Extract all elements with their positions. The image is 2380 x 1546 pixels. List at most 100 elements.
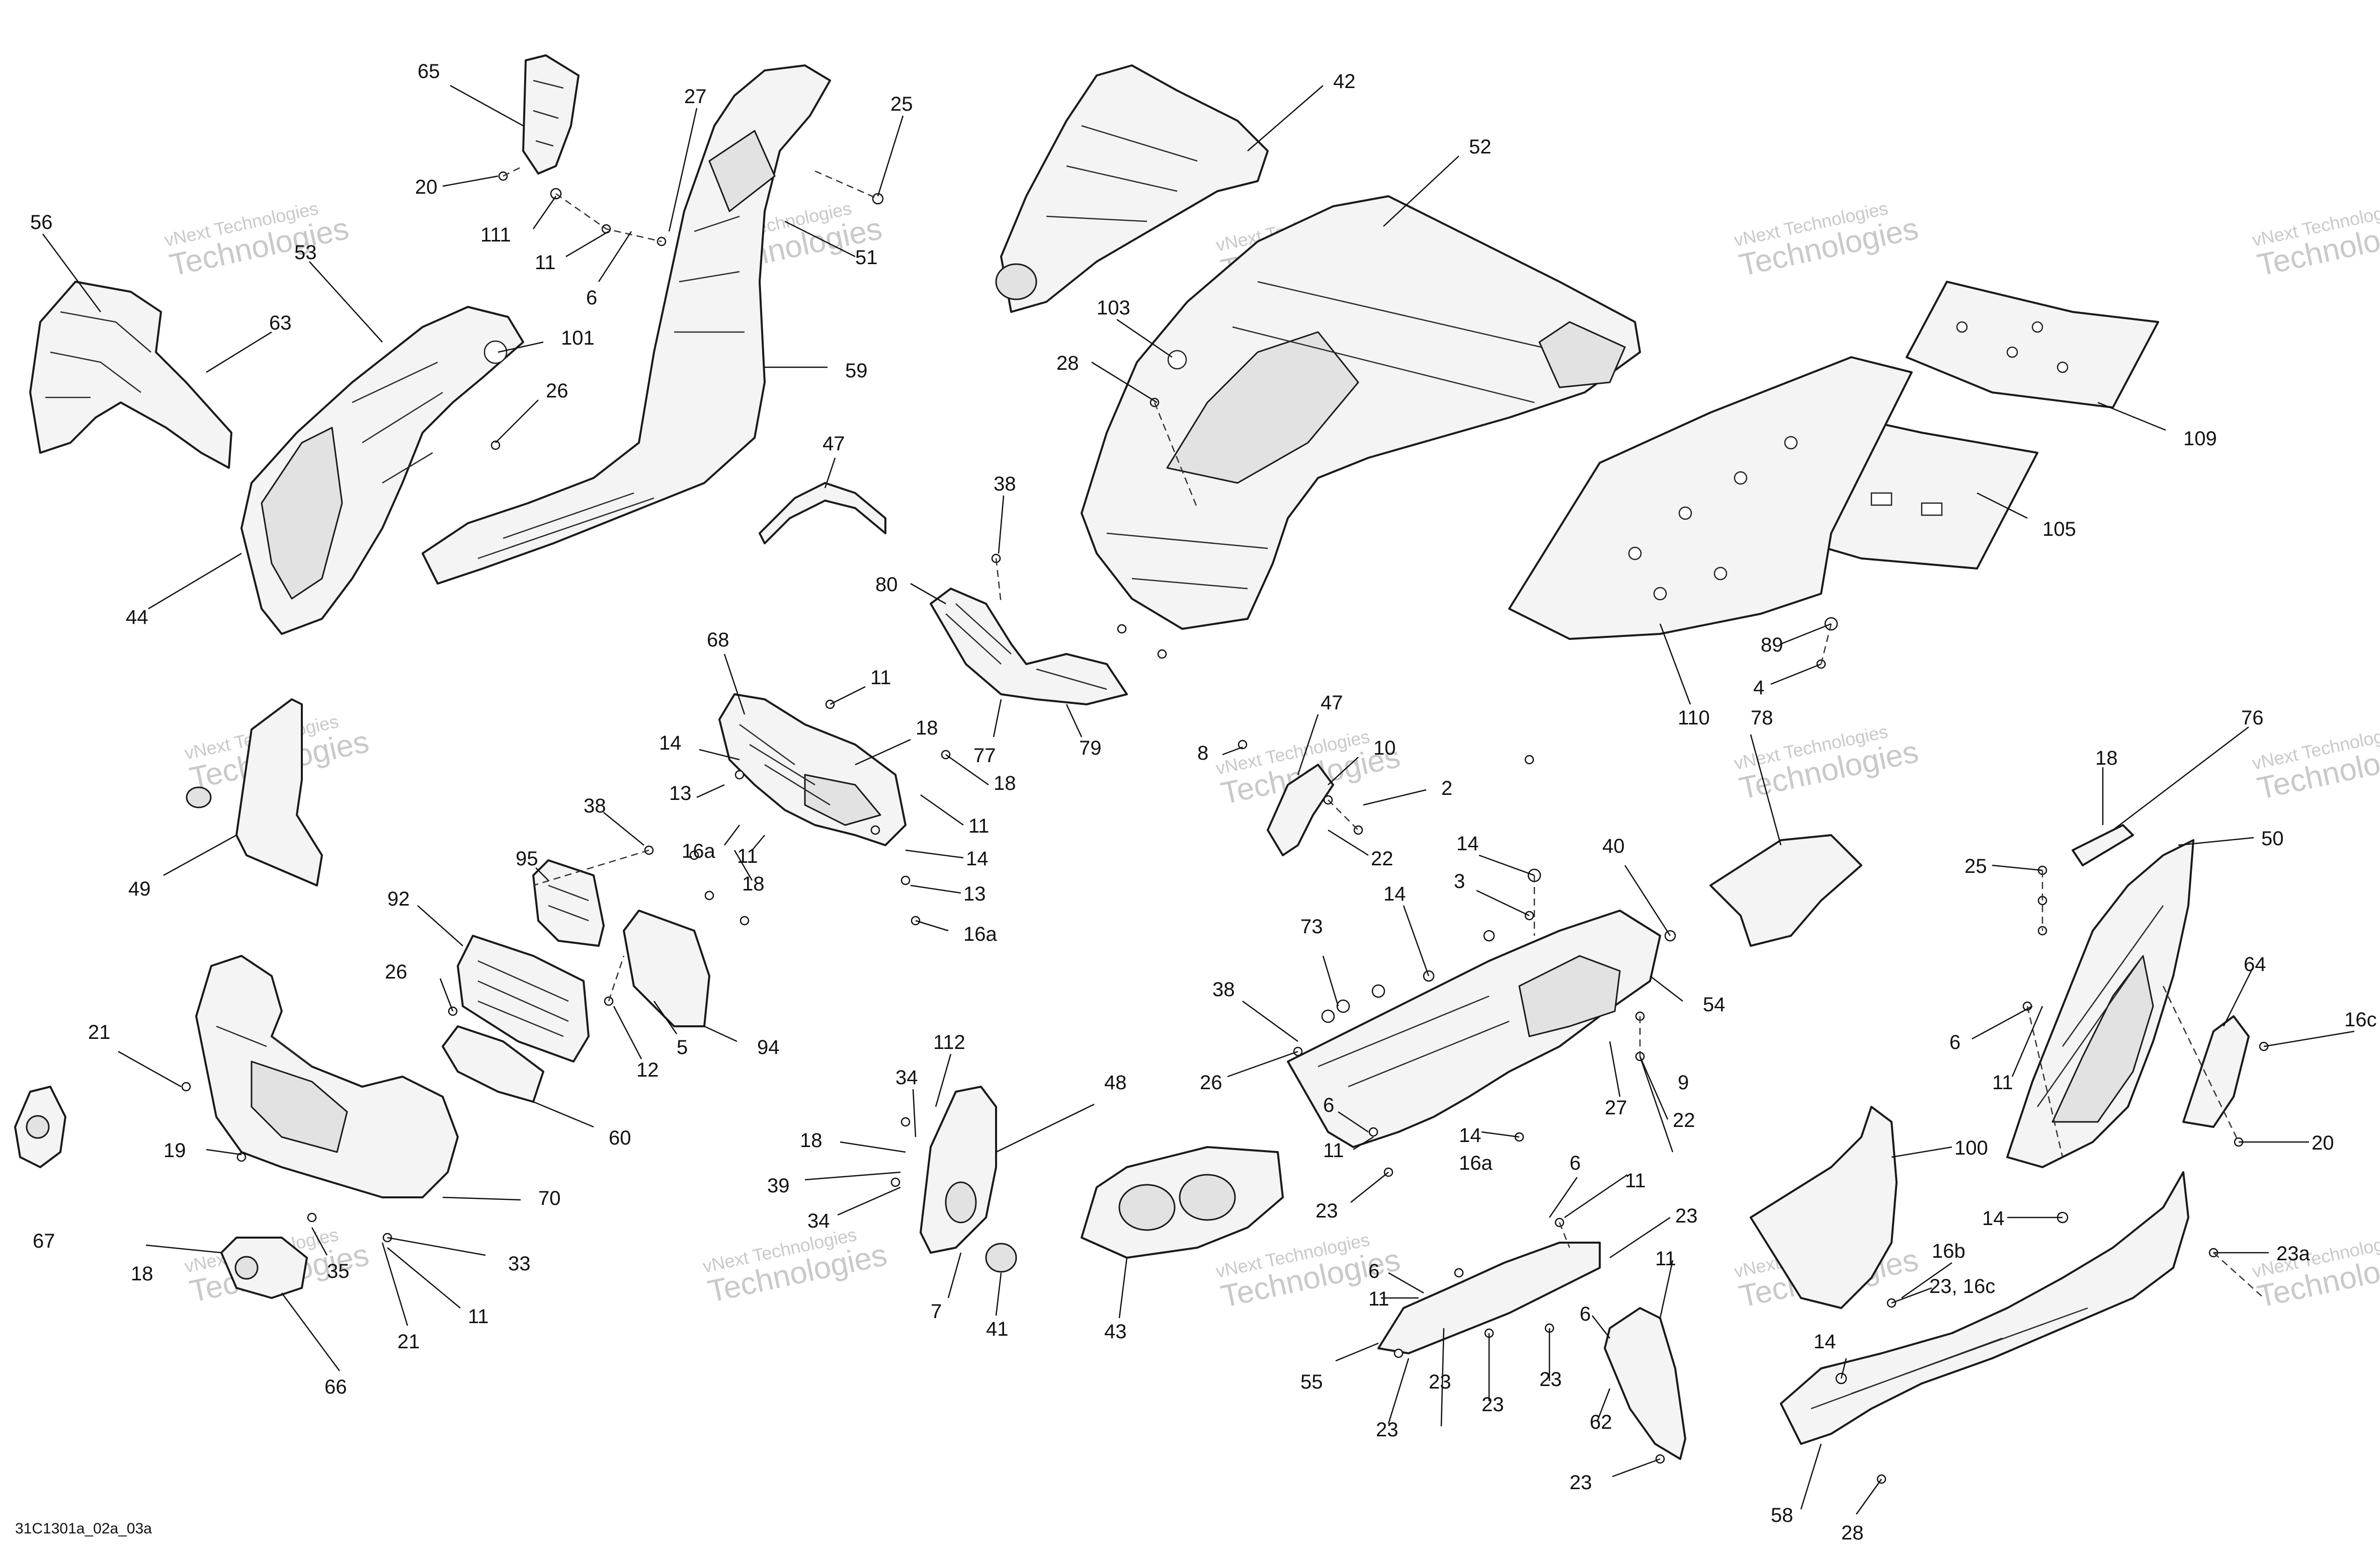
callout-92: 92 [387, 888, 410, 910]
callout-14: 14 [1456, 833, 1479, 855]
part-95-grille [532, 859, 605, 947]
callout-11: 11 [1368, 1288, 1389, 1310]
callout-25: 25 [890, 93, 913, 115]
callout-23: 23 [1539, 1368, 1562, 1391]
callout-13: 13 [963, 883, 986, 905]
callout-8: 8 [1197, 742, 1208, 764]
part-64-cover [2182, 1015, 2250, 1128]
callout-35: 35 [327, 1260, 350, 1282]
callout-52: 52 [1469, 136, 1492, 158]
callout-12: 12 [636, 1059, 659, 1081]
callout-79: 79 [1079, 737, 1102, 759]
callout-66: 66 [324, 1376, 347, 1398]
callout-16c: 16c [2344, 1009, 2377, 1031]
part-58-lower-guard [1780, 1171, 2189, 1445]
callout-23: 23 [1376, 1419, 1399, 1441]
callout-42: 42 [1333, 70, 1356, 93]
part-55-side-strip [1377, 1242, 1601, 1354]
callout-41: 41 [986, 1318, 1009, 1340]
part-76-strip [2072, 824, 2134, 866]
callout-16a: 16a [682, 840, 715, 862]
callout-60: 60 [609, 1127, 631, 1149]
callout-94: 94 [757, 1036, 780, 1059]
callout-14: 14 [966, 848, 989, 870]
callout-23a: 23a [2276, 1243, 2310, 1265]
callout-49: 49 [128, 878, 151, 900]
callout-19: 19 [163, 1140, 186, 1162]
callout-38: 38 [994, 473, 1016, 495]
callout-11: 11 [1655, 1248, 1676, 1270]
callout-21: 21 [397, 1331, 420, 1353]
callout-62: 62 [1590, 1411, 1612, 1433]
callout-14: 14 [1459, 1124, 1482, 1147]
part-48-side-panel [920, 1086, 1017, 1273]
part-100-rear-fender [1750, 1106, 1898, 1309]
callout-23: 23 [1429, 1371, 1451, 1393]
callout-26: 26 [546, 380, 568, 402]
part-78-wedge [1709, 834, 1862, 947]
callout-11: 11 [870, 667, 891, 689]
callout-80: 80 [875, 574, 898, 596]
callout-11: 11 [968, 815, 990, 837]
callout-112: 112 [933, 1031, 965, 1053]
callout-56: 56 [30, 211, 53, 233]
callout-18: 18 [742, 873, 765, 895]
callout-21: 21 [88, 1021, 111, 1043]
callout-16a: 16a [1459, 1152, 1493, 1174]
callout-14: 14 [1814, 1331, 1836, 1353]
callout-5: 5 [677, 1036, 688, 1059]
parts [14, 54, 2269, 1484]
callout-34: 34 [807, 1210, 830, 1232]
callout-6: 6 [1580, 1303, 1591, 1325]
part-49-side-guard [186, 698, 323, 886]
callout-26: 26 [385, 961, 407, 983]
callout-11: 11 [737, 845, 758, 867]
callout-23: 23 [1570, 1472, 1592, 1494]
part-43-headlight [1081, 1146, 1284, 1259]
callout-58: 58 [1771, 1504, 1793, 1526]
callout-53: 53 [294, 241, 317, 264]
part-62-bracket [1604, 1307, 1686, 1460]
callout-38: 38 [1212, 979, 1235, 1001]
callout-70: 70 [538, 1187, 561, 1209]
callout-9: 9 [1678, 1072, 1689, 1094]
callout-101: 101 [561, 327, 595, 349]
callout-23-16c: 23, 16c [1929, 1275, 1995, 1297]
part-109-floor-plate [1906, 281, 2159, 409]
part-47-10-bracket [1267, 764, 1334, 856]
callout-64: 64 [2244, 953, 2266, 975]
callout-6: 6 [1949, 1031, 1960, 1053]
callout-43: 43 [1104, 1321, 1127, 1343]
part-42-hood [995, 64, 1269, 313]
callout-54: 54 [1703, 994, 1726, 1016]
watermark: vNext Technologies Technologies [2250, 721, 2380, 806]
callout-23: 23 [1482, 1394, 1504, 1416]
part-70-bumper [195, 955, 459, 1198]
part-56-63-fender [29, 281, 232, 469]
callout-27: 27 [684, 86, 707, 108]
callout-14: 14 [1982, 1207, 2005, 1230]
watermark: vNext Technologies Technologies [1732, 198, 1921, 283]
callout-28: 28 [1056, 352, 1079, 374]
part-65-bracket [522, 54, 580, 175]
leader-lines [42, 85, 2355, 1515]
callout-14: 14 [659, 732, 682, 754]
part-50-rear-panel [2006, 839, 2194, 1168]
callout-48: 48 [1104, 1072, 1127, 1094]
part-54-console [1287, 910, 1661, 1148]
watermark: vNext Technologies Technologies [162, 198, 352, 283]
part-110-floor-pan [1508, 356, 1913, 640]
part-47-curved-bracket [759, 482, 886, 544]
callout-63: 63 [269, 312, 292, 334]
callout-59: 59 [845, 360, 868, 382]
callout-18: 18 [994, 772, 1016, 794]
part-94-panel [623, 910, 710, 1027]
part-44-front-panel [240, 306, 524, 635]
callout-16a: 16a [963, 923, 997, 945]
part-66-light [220, 1237, 308, 1299]
callout-16b: 16b [1932, 1240, 1965, 1262]
callout-68: 68 [707, 629, 729, 651]
callout-6: 6 [1570, 1152, 1581, 1174]
part-60-bracket [442, 1025, 544, 1103]
